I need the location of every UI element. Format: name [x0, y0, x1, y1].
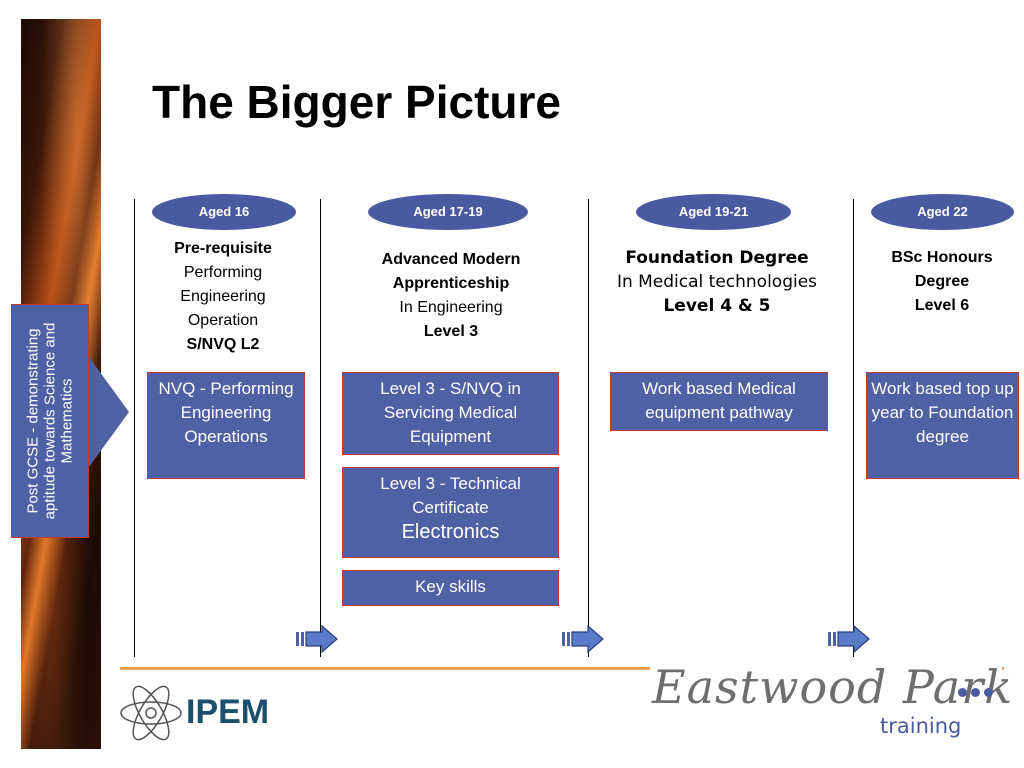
eastwood-subtitle: training [880, 714, 962, 738]
ipem-logo: IPEM [118, 683, 288, 743]
age-oval-22: Aged 22 [871, 194, 1014, 230]
column-divider [320, 199, 321, 657]
heading-line: Degree [914, 273, 970, 290]
heading-prerequisite: Pre-requisite Performing Engineering Ope… [148, 237, 298, 357]
pathway-arrow-icon [89, 357, 129, 467]
heading-bsc-honours: BSc Honours Degree Level 6 [866, 246, 1018, 318]
page-title: The Bigger Picture [152, 76, 561, 128]
heading-line: Operation [187, 312, 259, 329]
age-oval-17-19: Aged 17-19 [368, 194, 528, 230]
eastwood-park-logo: Eastwood Park training [650, 660, 1012, 744]
heading-line: Pre-requisite [174, 240, 272, 257]
column-divider [134, 199, 135, 657]
atom-icon [120, 685, 182, 741]
box-work-based-medical: Work based Medical equipment pathway [610, 372, 828, 431]
post-gcse-label: Post GCSE - demonstrating aptitude towar… [11, 304, 89, 538]
ipem-wordmark: IPEM [186, 693, 270, 731]
heading-line: Advanced Modern [381, 251, 521, 268]
heading-apprenticeship: Advanced Modern Apprenticeship In Engine… [340, 248, 562, 344]
eastwood-dots-icon [958, 684, 993, 702]
heading-line: In Engineering [399, 299, 503, 316]
age-oval-16: Aged 16 [152, 194, 296, 230]
heading-line: In Medical technologies [616, 272, 818, 292]
heading-line: Engineering [180, 288, 266, 305]
heading-line: Performing [183, 264, 263, 281]
age-oval-19-21: Aged 19-21 [636, 194, 791, 230]
box-key-skills: Key skills [342, 570, 559, 606]
footer-accent-line [120, 667, 1004, 670]
column-divider [853, 199, 854, 657]
progression-arrow-icon [296, 625, 338, 653]
post-gcse-text: Post GCSE - demonstrating aptitude towar… [24, 322, 76, 520]
heading-line: Level 4 & 5 [663, 296, 771, 316]
heading-line: Apprenticeship [392, 275, 510, 292]
progression-arrow-icon [828, 625, 870, 653]
box-work-based-topup: Work based top up year to Foundation deg… [866, 372, 1019, 479]
progression-arrow-icon [562, 625, 604, 653]
heading-line: BSc Honours [891, 249, 993, 266]
heading-foundation-degree: Foundation Degree In Medical technologie… [594, 246, 840, 318]
box-line: Level 3 - Technical Certificate [380, 474, 521, 517]
heading-line: Level 3 [423, 323, 479, 340]
box-level3-technical: Level 3 - Technical Certificate Electron… [342, 467, 559, 558]
heading-line: S/NVQ L2 [186, 336, 260, 353]
heading-line: Level 6 [914, 297, 970, 314]
eastwood-wordmark: Eastwood Park [652, 660, 1014, 714]
heading-line: Foundation Degree [625, 248, 809, 268]
column-divider [588, 199, 589, 657]
box-nvq-performing: NVQ - Performing Engineering Operations [147, 372, 305, 479]
box-level3-snvq: Level 3 - S/NVQ in Servicing Medical Equ… [342, 372, 559, 455]
box-line: Electronics [401, 521, 500, 543]
